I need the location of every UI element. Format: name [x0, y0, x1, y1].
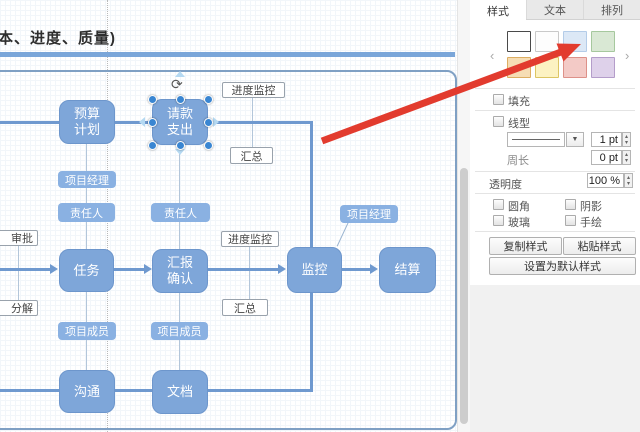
tag-summary-top[interactable]: 汇总 — [230, 147, 273, 164]
node-payment-request[interactable]: 请款 支出 — [152, 99, 208, 145]
perimeter-stepper[interactable]: ▴ ▾ — [622, 150, 631, 165]
arrow-into-task[interactable] — [0, 264, 58, 274]
swatch-yellow[interactable] — [535, 57, 559, 78]
style-swatch-grid — [507, 31, 615, 78]
sketch-checkbox[interactable] — [565, 215, 576, 226]
swatch-red[interactable] — [563, 57, 587, 78]
swatch-next-icon[interactable]: › — [625, 48, 630, 63]
stepper-up-icon[interactable]: ▴ — [624, 151, 628, 158]
stepper-up-icon[interactable]: ▴ — [624, 133, 628, 140]
rounded-checkbox[interactable] — [493, 199, 504, 210]
quick-connect-left-icon[interactable] — [139, 117, 145, 127]
swatch-white[interactable] — [535, 31, 559, 52]
selection-handle[interactable] — [204, 118, 213, 127]
selection-handle[interactable] — [148, 95, 157, 104]
swatch-prev-icon[interactable]: ‹ — [490, 48, 495, 63]
sketch-label: 手绘 — [580, 217, 602, 229]
node-document[interactable]: 文档 — [152, 370, 208, 414]
tab-text[interactable]: 文本 — [526, 0, 583, 19]
tag-progress-monitor-top[interactable]: 进度监控 — [222, 82, 285, 98]
selection-handle[interactable] — [204, 141, 213, 150]
selection-handle[interactable] — [148, 141, 157, 150]
swatch-tan[interactable] — [507, 57, 531, 78]
swatch-purple[interactable] — [591, 57, 615, 78]
tag-decompose[interactable]: 分解 — [0, 300, 38, 316]
stepper-down-icon[interactable]: ▾ — [626, 180, 630, 187]
tag-project-manager-left[interactable]: 项目经理 — [58, 171, 116, 188]
selection-handle[interactable] — [148, 118, 157, 127]
swatch-green[interactable] — [591, 31, 615, 52]
node-report-confirm[interactable]: 汇报 确认 — [152, 249, 208, 293]
set-default-style-button[interactable]: 设置为默认样式 — [489, 257, 636, 275]
arrow-task-report[interactable] — [114, 264, 152, 274]
format-panel: 样式 文本 排列 ‹ › 填充 — [470, 0, 640, 432]
quick-connect-down-icon[interactable] — [175, 149, 185, 155]
stepper-down-icon[interactable]: ▾ — [624, 139, 628, 146]
panel-tab-bar: 样式 文本 排列 — [470, 0, 640, 21]
selection-handle[interactable] — [204, 95, 213, 104]
stepper-up-icon[interactable]: ▴ — [626, 174, 630, 181]
node-monitor[interactable]: 监控 — [287, 247, 342, 293]
rotate-handle-icon[interactable]: ⟳ — [171, 76, 183, 92]
fill-label: 填充 — [508, 96, 530, 108]
connector[interactable] — [18, 246, 19, 300]
tag-project-member-left[interactable]: 项目成员 — [58, 322, 116, 340]
arrow-monitor-settle[interactable] — [342, 264, 378, 274]
vertical-scrollbar[interactable] — [457, 0, 470, 432]
diagram-title: 本、进度、质量) — [0, 30, 116, 47]
tag-approve[interactable]: 审批 — [0, 230, 38, 246]
node-task[interactable]: 任务 — [59, 249, 114, 292]
swatch-blue[interactable] — [563, 31, 587, 52]
arrow-report-monitor[interactable] — [208, 264, 286, 274]
opacity-stepper[interactable]: ▴ ▾ — [624, 173, 633, 188]
quick-connect-up-icon[interactable] — [175, 71, 185, 77]
style-panel-content: ‹ › 填充 线型 ▼ 1 pt — [470, 20, 640, 285]
paste-style-button[interactable]: 粘贴样式 — [563, 237, 636, 255]
perimeter-input[interactable]: 0 pt — [591, 150, 622, 165]
tag-progress-monitor-mid[interactable]: 进度监控 — [221, 231, 279, 247]
node-budget-plan[interactable]: 预算 计划 — [59, 100, 115, 144]
connector[interactable] — [86, 144, 87, 249]
container-shape[interactable] — [0, 70, 457, 430]
line-style-preview[interactable] — [507, 132, 565, 147]
tag-owner-mid[interactable]: 责任人 — [151, 203, 210, 222]
line-width-input[interactable]: 1 pt — [591, 132, 622, 147]
rounded-label: 圆角 — [508, 201, 530, 213]
node-settlement[interactable]: 结算 — [379, 247, 436, 293]
line-width-stepper[interactable]: ▴ ▾ — [622, 132, 631, 147]
quick-connect-right-icon[interactable] — [213, 117, 219, 127]
selection-handle[interactable] — [176, 95, 185, 104]
shadow-checkbox[interactable] — [565, 199, 576, 210]
line-checkbox[interactable] — [493, 116, 504, 127]
shadow-label: 阴影 — [580, 201, 602, 213]
tab-style[interactable]: 样式 — [470, 0, 526, 21]
tag-summary-mid[interactable]: 汇总 — [222, 299, 268, 316]
swatch-white-bold[interactable] — [507, 31, 531, 52]
connector[interactable] — [249, 247, 250, 299]
tag-project-member-mid[interactable]: 项目成员 — [151, 322, 208, 340]
perimeter-label: 周长 — [507, 155, 529, 167]
glass-checkbox[interactable] — [493, 215, 504, 226]
glass-label: 玻璃 — [508, 217, 530, 229]
opacity-label: 透明度 — [489, 179, 522, 191]
title-underline-bar — [0, 52, 455, 57]
node-communication[interactable]: 沟通 — [59, 370, 115, 413]
line-style-dropdown[interactable]: ▼ — [566, 132, 584, 147]
selection-handle[interactable] — [176, 141, 185, 150]
tag-project-manager-right[interactable]: 项目经理 — [340, 205, 398, 223]
diagram-canvas[interactable]: 本、进度、质量) 进度监控 汇总 审批 分解 进度监控 汇总 项目经理 责任人 … — [0, 0, 457, 432]
connector[interactable] — [179, 145, 180, 249]
opacity-input[interactable]: 100 % — [587, 173, 624, 188]
tab-arrange[interactable]: 排列 — [583, 0, 640, 19]
fill-checkbox[interactable] — [493, 94, 504, 105]
copy-style-button[interactable]: 复制样式 — [489, 237, 562, 255]
tag-owner-left[interactable]: 责任人 — [58, 203, 115, 222]
stepper-down-icon[interactable]: ▾ — [624, 157, 628, 164]
line-label: 线型 — [508, 118, 530, 130]
scrollbar-thumb[interactable] — [460, 168, 468, 424]
